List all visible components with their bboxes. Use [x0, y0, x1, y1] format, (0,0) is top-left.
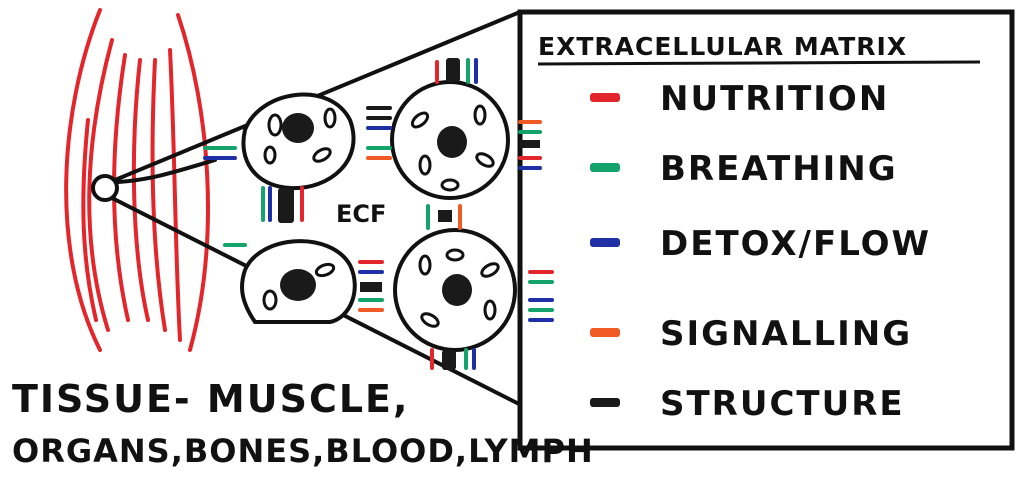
legend-title: EXTRACELLULAR MATRIX	[538, 32, 907, 61]
legend-swatch-detox	[590, 238, 620, 247]
caption-line-2: ORGANS,BONES,BLOOD,LYMPH	[12, 432, 594, 470]
legend-title-underline	[538, 62, 980, 64]
caption-line-1: TISSUE- MUSCLE,	[12, 377, 409, 421]
legend-swatch-structure	[590, 398, 620, 407]
legend-swatch-breathing	[590, 163, 620, 172]
legend-label-breathing: BREATHING	[660, 149, 898, 189]
legend-label-nutrition: NUTRITION	[660, 79, 889, 119]
caption-connector	[600, 447, 625, 448]
ecf-label: ECF	[336, 200, 386, 228]
legend-swatch-signalling	[590, 328, 620, 337]
legend-label-detox: DETOX/FLOW	[660, 224, 931, 264]
legend-label-signalling: SIGNALLING	[660, 314, 912, 354]
legend-swatch-nutrition	[590, 93, 620, 102]
legend-label-structure: STRUCTURE	[660, 384, 905, 424]
